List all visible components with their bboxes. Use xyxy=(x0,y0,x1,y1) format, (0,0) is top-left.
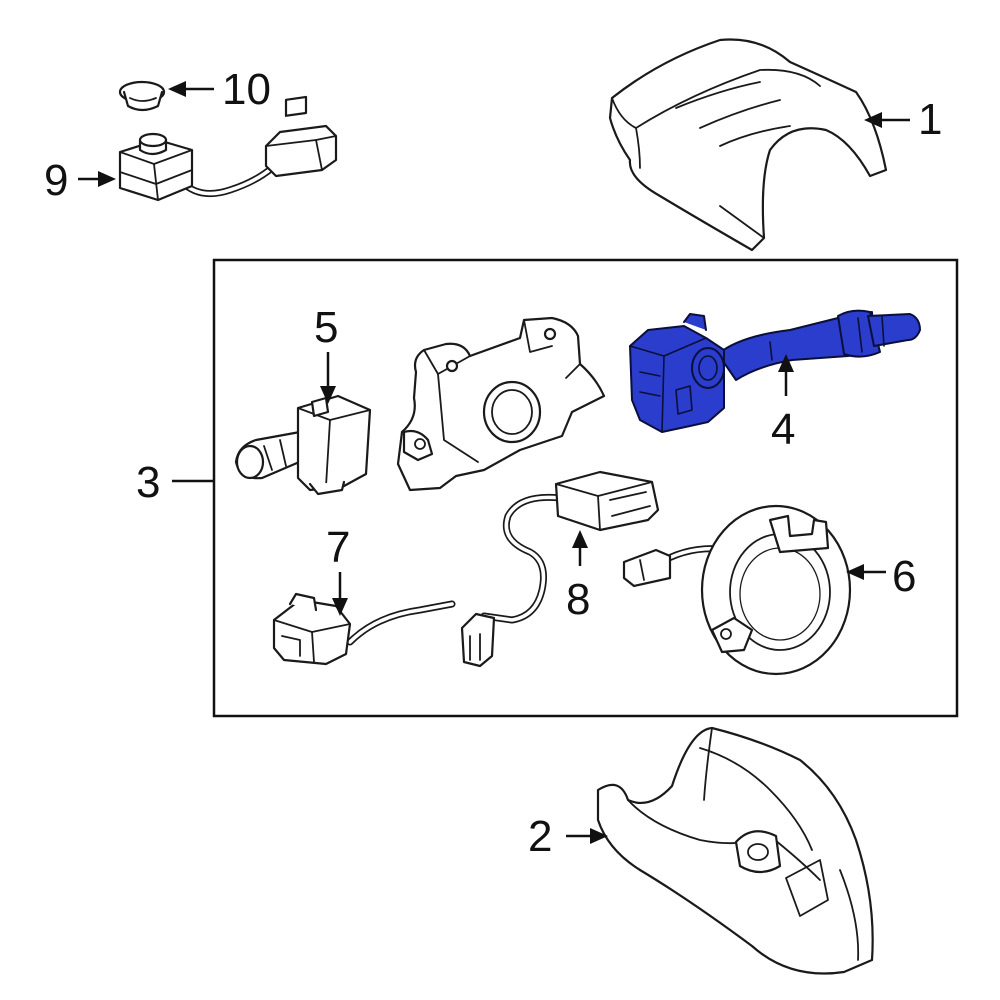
callout-8-label: 8 xyxy=(566,575,590,624)
callout-6: 6 xyxy=(846,552,916,601)
callout-8-arrowhead xyxy=(572,530,588,548)
part-6-clock-spring[interactable] xyxy=(622,504,852,676)
part-10-clip[interactable] xyxy=(118,80,166,112)
callout-4: 4 xyxy=(771,354,795,454)
callout-9-arrowhead xyxy=(98,171,116,187)
callout-4-label: 4 xyxy=(771,405,795,454)
callout-8: 8 xyxy=(566,530,590,624)
callout-10-arrowhead xyxy=(168,81,186,97)
callout-5-arrowhead xyxy=(320,386,336,404)
callout-1: 1 xyxy=(864,95,942,144)
callout-5: 5 xyxy=(314,303,338,404)
callout-7-label: 7 xyxy=(326,523,350,572)
part-3-group-frame xyxy=(212,258,959,718)
callout-9-label: 9 xyxy=(44,156,68,205)
combination-switch-base[interactable] xyxy=(396,316,606,492)
callout-10: 10 xyxy=(168,65,271,114)
part-4-wiper-switch[interactable] xyxy=(629,309,921,433)
callout-2-label: 2 xyxy=(528,812,552,861)
callout-1-arrowhead xyxy=(864,112,882,128)
callout-6-label: 6 xyxy=(892,552,916,601)
callout-5-label: 5 xyxy=(314,303,338,352)
callout-7: 7 xyxy=(326,523,350,616)
callout-7-arrowhead xyxy=(332,598,348,616)
callout-2: 2 xyxy=(528,812,608,861)
callout-10-label: 10 xyxy=(222,65,271,114)
callout-3: 3 xyxy=(136,458,214,507)
part-8-relay-harness[interactable] xyxy=(460,470,660,668)
callout-3-label: 3 xyxy=(136,458,160,507)
callout-1-label: 1 xyxy=(918,95,942,144)
part-7-sensor[interactable] xyxy=(272,592,456,666)
callout-2-arrowhead xyxy=(590,828,608,844)
part-1-upper-cover[interactable] xyxy=(608,38,888,252)
callout-6-arrowhead xyxy=(846,564,864,580)
part-5-light-switch[interactable] xyxy=(234,394,372,496)
part-2-lower-cover[interactable] xyxy=(596,726,874,975)
part-9-switch-harness[interactable] xyxy=(118,95,338,202)
callout-4-arrowhead xyxy=(778,354,794,372)
callout-9: 9 xyxy=(44,156,116,205)
